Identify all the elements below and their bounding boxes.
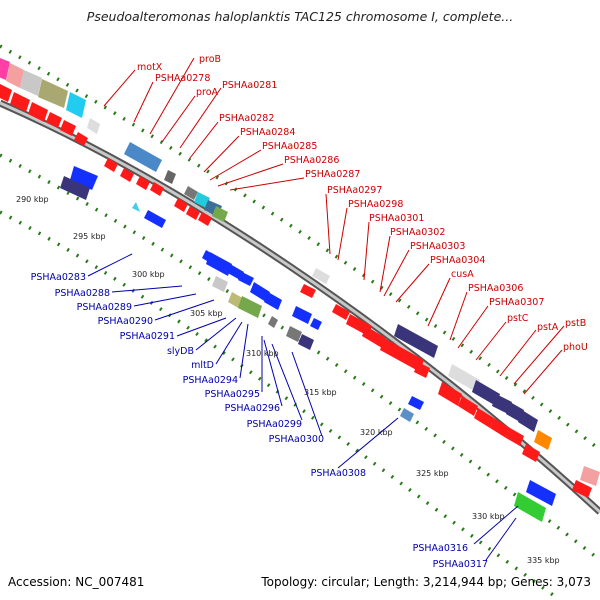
- gene-label: motX: [137, 62, 163, 73]
- tick-label: 305 kbp: [190, 309, 223, 318]
- tick-label: 290 kbp: [16, 195, 49, 204]
- gene-label: pstC: [507, 313, 529, 324]
- gene-label: PSHAa0294: [183, 375, 238, 386]
- accession-text: Accession: NC_007481: [8, 575, 145, 589]
- gene-label: slyDB: [167, 346, 194, 357]
- gene-cluster-reverse: [60, 166, 424, 422]
- gene-label: PSHAa0316: [413, 543, 468, 554]
- map-title: Pseudoalteromonas haloplanktis TAC125 ch…: [86, 9, 514, 24]
- gene-labels-forward: motX proB PSHAa0278 proA PSHAa0281 PSHAa…: [137, 54, 588, 353]
- tick-labels: 290 kbp 295 kbp 300 kbp 305 kbp 310 kbp …: [16, 195, 560, 565]
- gene-label: PSHAa0297: [327, 185, 382, 196]
- gene-label: PSHAa0283: [31, 272, 86, 283]
- gene-label: PSHAa0278: [155, 73, 210, 84]
- gene-labels-reverse: PSHAa0283 PSHAa0288 PSHAa0289 PSHAa0290 …: [31, 272, 488, 570]
- gene-label: PSHAa0296: [225, 403, 280, 414]
- gene-label: PSHAa0281: [222, 80, 277, 91]
- gene-label: PSHAa0317: [433, 559, 488, 570]
- gene-cluster-end: [438, 364, 600, 522]
- topology-text: Topology: circular; Length: 3,214,944 bp…: [261, 575, 591, 589]
- gene-label: pstA: [537, 322, 559, 333]
- gene-label: PSHAa0288: [55, 288, 110, 299]
- gene-label: PSHAa0291: [120, 331, 175, 342]
- label-leaders-reverse: [87, 253, 519, 561]
- gene-label: PSHAa0289: [77, 302, 132, 313]
- tick-label: 315 kbp: [304, 388, 337, 397]
- tick-label: 295 kbp: [73, 232, 106, 241]
- gene-label: PSHAa0299: [247, 419, 302, 430]
- dotted-tracks: [0, 44, 600, 600]
- gene-label: proB: [199, 54, 221, 65]
- gene-label: PSHAa0290: [98, 316, 153, 327]
- tick-label: 325 kbp: [416, 469, 449, 478]
- gene-label: PSHAa0308: [311, 468, 366, 479]
- gene-label: PSHAa0287: [305, 169, 360, 180]
- tick-label: 330 kbp: [472, 512, 505, 521]
- tick-label: 320 kbp: [360, 428, 393, 437]
- gene-cluster-middle: [104, 142, 438, 378]
- gene-label: cusA: [451, 269, 474, 280]
- gene-label: mltD: [191, 360, 214, 371]
- gene-label: PSHAa0286: [284, 155, 339, 166]
- gene-label: PSHAa0295: [205, 389, 260, 400]
- gene-label: PSHAa0302: [390, 227, 445, 238]
- gene-label: phoU: [563, 342, 588, 353]
- tick-label: 300 kbp: [132, 270, 165, 279]
- gene-label: PSHAa0307: [489, 297, 544, 308]
- gene-label: PSHAa0298: [348, 199, 403, 210]
- tick-label: 310 kbp: [246, 349, 279, 358]
- gene-label: PSHAa0300: [269, 434, 324, 445]
- label-leaders-forward: [103, 57, 565, 395]
- gene-cluster-start: [0, 58, 100, 146]
- gene-label: proA: [196, 87, 219, 98]
- gene-label: PSHAa0284: [240, 127, 295, 138]
- gene-label: PSHAa0306: [468, 283, 523, 294]
- gene-label: PSHAa0285: [262, 141, 317, 152]
- gene-label: PSHAa0304: [430, 255, 485, 266]
- gene-label: pstB: [565, 318, 586, 329]
- gene-label: PSHAa0282: [219, 113, 274, 124]
- gene-label: PSHAa0301: [369, 213, 424, 224]
- tick-label: 335 kbp: [527, 556, 560, 565]
- gene-label: PSHAa0303: [410, 241, 465, 252]
